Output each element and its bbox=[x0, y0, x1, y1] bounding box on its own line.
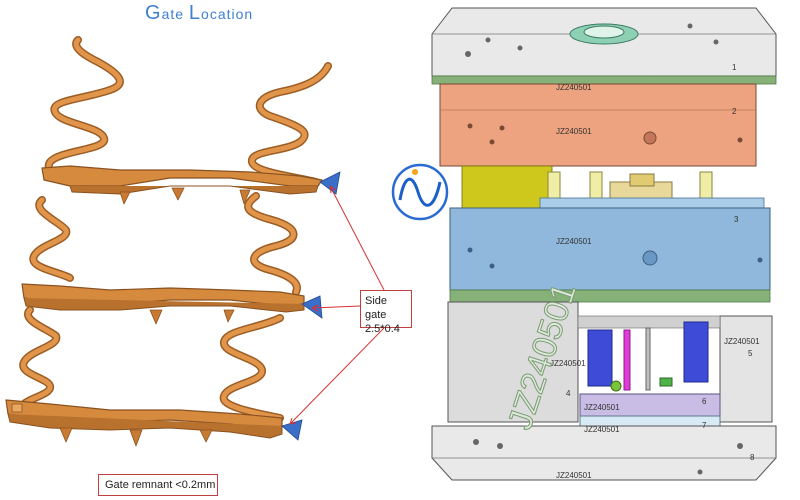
mold-code-plate-2: JZ240501 bbox=[556, 127, 592, 136]
plate-4-5 bbox=[447, 301, 773, 423]
molded-parts bbox=[5, 36, 332, 447]
plate-1 bbox=[431, 7, 777, 81]
part-bottom bbox=[5, 306, 284, 447]
gate-remnant-note: Gate remnant <0.2mm bbox=[98, 474, 218, 496]
mold-code-plate-7: JZ240501 bbox=[584, 425, 620, 434]
mold-code-plate-3: JZ240501 bbox=[556, 237, 592, 246]
mold-code-plate-1: JZ240501 bbox=[556, 83, 592, 92]
part-top bbox=[41, 36, 332, 205]
mold-code-plate-5: JZ240501 bbox=[724, 337, 760, 346]
plate-8 bbox=[431, 425, 777, 481]
part-middle bbox=[21, 192, 305, 325]
company-logo-icon bbox=[391, 163, 449, 221]
gate-markers bbox=[281, 171, 341, 441]
mold-assembly: JZ240501 JZ240501 JZ240501 JZ240501 JZ24… bbox=[431, 7, 777, 481]
plate-strip-1 bbox=[431, 75, 777, 85]
plate-number-7: 7 bbox=[702, 421, 707, 430]
callout-line-2: 2.5*0.4 bbox=[365, 323, 400, 335]
callout-leaders bbox=[289, 185, 385, 425]
mold-code-plate-4: JZ240501 bbox=[550, 359, 586, 368]
plate-number-3: 3 bbox=[734, 215, 739, 224]
plate-number-6: 6 bbox=[702, 397, 707, 406]
plate-number-5: 5 bbox=[748, 349, 753, 358]
plate-2 bbox=[439, 83, 757, 167]
springs bbox=[587, 321, 709, 392]
plate-number-2: 2 bbox=[732, 107, 737, 116]
plate-number-1: 1 bbox=[732, 63, 737, 72]
gate-marker-middle bbox=[301, 295, 323, 319]
plate-number-4: 4 bbox=[566, 389, 571, 398]
gate-marker-top bbox=[319, 171, 341, 195]
side-gate-callout: Side gate 2.5*0.4 bbox=[360, 290, 412, 335]
mold-code-plate-6: JZ240501 bbox=[584, 403, 620, 412]
plate-3 bbox=[449, 197, 771, 291]
plate-strip-2 bbox=[449, 289, 771, 303]
diagram-title: Gate Location bbox=[145, 2, 254, 24]
callout-line-1: Side gate bbox=[365, 295, 388, 321]
mold-code-plate-8: JZ240501 bbox=[556, 471, 592, 480]
gate-marker-bottom bbox=[281, 419, 303, 441]
plate-number-8: 8 bbox=[750, 453, 755, 462]
